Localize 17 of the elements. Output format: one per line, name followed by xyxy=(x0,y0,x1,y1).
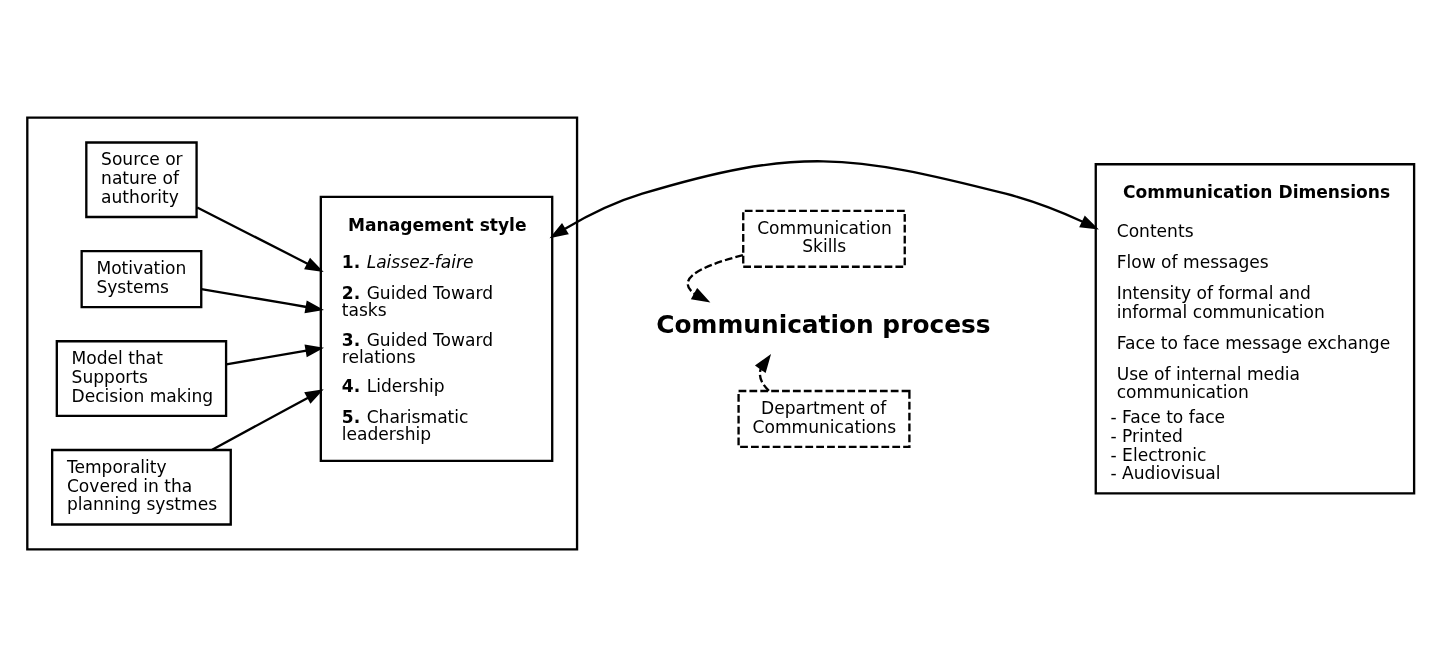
node-box: Source or nature of authority xyxy=(85,141,198,219)
node-box: Model that Supports Decision making xyxy=(55,340,228,417)
arrow xyxy=(549,160,1099,239)
node-box: Communication Dimensions Contents Flow of messages Intensity of formal and informal communication Face to face message exchange Use of internal media communication - Face to face - Printed - Electronic - Audiovisual xyxy=(1094,163,1416,495)
node-box: Department of Communications xyxy=(737,389,911,449)
arrow xyxy=(226,344,324,366)
arrow xyxy=(686,254,744,303)
arrow xyxy=(201,287,324,314)
arrow xyxy=(196,206,324,273)
node-box: Communication Skills xyxy=(742,209,906,268)
arrow xyxy=(754,354,772,392)
node-box: Motivation Systems xyxy=(80,250,203,309)
node-box: Temporality Covered in tha planning systmes xyxy=(51,448,232,526)
node-text: Communication process xyxy=(656,310,991,340)
cluster xyxy=(26,116,579,551)
arrow xyxy=(211,389,324,451)
node-box: Management style 1. Laissez-faire 2. Guided Toward tasks 3. Guided Toward relations 4. Lidership 5. Charismatic leadership xyxy=(319,195,554,462)
